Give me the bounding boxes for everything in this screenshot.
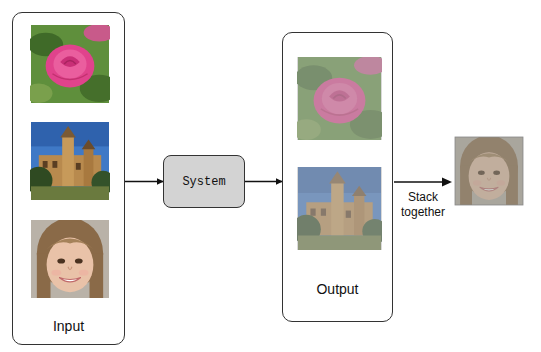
process-box: System <box>163 155 245 208</box>
flow-arrow <box>125 181 163 183</box>
node-label: Output <box>316 281 358 297</box>
flow-arrow <box>245 181 282 183</box>
node-label: System <box>182 175 225 189</box>
input-group-box: Input <box>12 12 125 345</box>
node-label: Input <box>53 318 84 334</box>
arrow-label: Stack together <box>394 190 452 220</box>
output-group-box: Output <box>282 32 393 322</box>
